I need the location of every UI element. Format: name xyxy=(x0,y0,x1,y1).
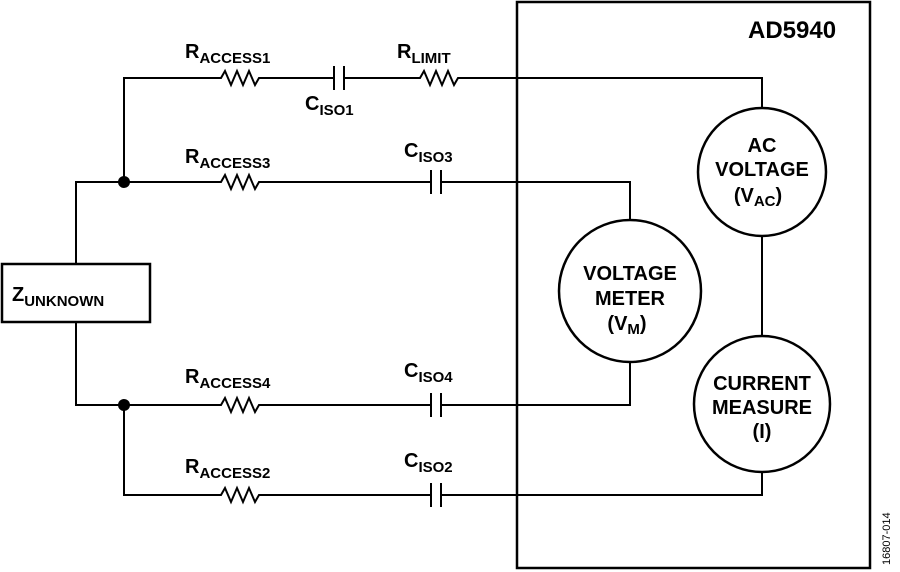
figure-code: 16807-014 xyxy=(881,512,893,565)
voltage-meter-line2: METER xyxy=(595,288,666,310)
voltage-meter-block xyxy=(557,218,703,364)
chip-name: AD5940 xyxy=(748,17,836,44)
z-unknown-label: ZUNKNOWN xyxy=(12,284,104,310)
current-measure-line2: MEASURE xyxy=(712,397,812,419)
c-iso2-label: CISO2 xyxy=(404,450,453,476)
junction-bottom xyxy=(118,399,130,411)
r-access3-label: RACCESS3 xyxy=(185,146,270,172)
ac-voltage-line1: AC xyxy=(748,135,777,157)
line-2 xyxy=(215,472,763,507)
ac-voltage-block xyxy=(696,106,828,238)
line-3 xyxy=(215,170,631,220)
ac-voltage-line2: VOLTAGE xyxy=(715,159,809,181)
r-limit-label: RLIMIT xyxy=(397,41,451,67)
left-wires xyxy=(75,77,215,496)
r-access4-label: RACCESS4 xyxy=(185,366,271,392)
c-iso3-label: CISO3 xyxy=(404,140,453,166)
current-measure-line1: CURRENT xyxy=(713,373,811,395)
c-iso4-label: CISO4 xyxy=(404,360,453,386)
line-4 xyxy=(215,362,631,417)
voltage-meter-line1: VOLTAGE xyxy=(583,263,677,285)
z-unknown-box xyxy=(0,262,152,324)
r-access2-label: RACCESS2 xyxy=(185,456,270,482)
r-access1-label: RACCESS1 xyxy=(185,41,270,67)
ac-voltage-line3: (VAC) xyxy=(734,185,782,210)
c-iso1-label: CISO1 xyxy=(305,93,354,119)
current-measure-block xyxy=(692,334,832,474)
voltage-meter-line3: (VM) xyxy=(607,313,646,338)
junction-top xyxy=(118,176,130,188)
line-1 xyxy=(215,66,763,108)
current-measure-line3: (I) xyxy=(753,421,772,443)
